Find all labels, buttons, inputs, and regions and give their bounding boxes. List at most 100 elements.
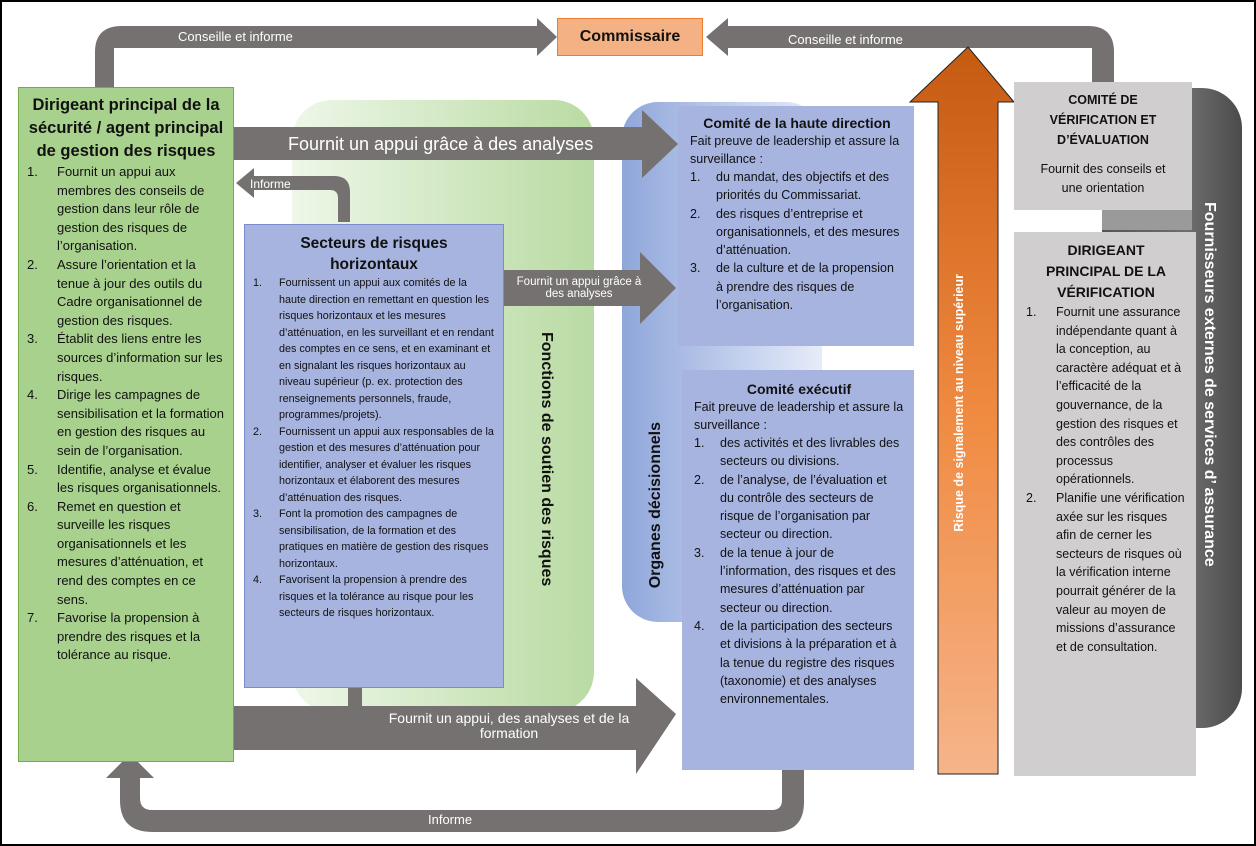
arrow-bottom-informe	[106, 754, 804, 832]
list-item-number: 1.	[253, 277, 263, 289]
list-item-number: 1.	[694, 436, 705, 450]
senior-committee-box: Comité de la haute direction Fait preuve…	[678, 106, 914, 346]
list-item-text: Remet en question et surveille les risqu…	[57, 498, 203, 607]
label-analyses-small: Fournit un appui grâce à des analyses	[516, 276, 642, 300]
list-item-text: Assure l’orientation et la tenue à jour …	[57, 256, 203, 328]
list-item-number: 2.	[253, 425, 263, 438]
arrow-escalation	[908, 46, 1016, 775]
list-item: 7. Favorise la propension à prendre des r…	[27, 609, 225, 665]
cae-title: DIRIGEANT PRINCIPAL DE LA VÉRIFICATION	[1045, 242, 1167, 300]
list-item: 3. Font la promotion des campagnes de sen…	[253, 506, 495, 572]
exec-committee-title: Comité exécutif	[746, 381, 852, 397]
list-item-number: 1.	[27, 164, 38, 179]
cso-list: 1. Fournit un appui aux membres des conse…	[27, 163, 225, 665]
exec-committee-intro: Fait preuve de leadership et assure la s…	[694, 400, 904, 432]
list-item-number: 2.	[690, 206, 701, 221]
list-item-text: Planifie une vérification axée sur les r…	[1056, 490, 1185, 654]
list-item: 3. de la tenue à jour de l’information, d…	[694, 544, 904, 617]
arrow-top-right	[706, 18, 1114, 82]
connector-horizontal	[348, 686, 362, 710]
cae-box: DIRIGEANT PRINCIPAL DE LA VÉRIFICATION 1…	[1014, 232, 1196, 776]
exec-committee-box: Comité exécutif Fait preuve de leadershi…	[682, 370, 914, 770]
list-item-text: Fournit une assurance indépendante quant…	[1056, 305, 1182, 487]
list-item-text: de la tenue à jour de l’information, des…	[720, 545, 896, 615]
list-item: 5. Identifie, analyse et évalue les risqu…	[27, 461, 225, 498]
audit-committee-text: Fournit des conseils et une orientation	[1040, 162, 1166, 195]
list-item: 1. des activités et des livrables des sec…	[694, 434, 904, 471]
senior-committee-title: Comité de la haute direction	[703, 115, 891, 131]
arrow-informe-small	[236, 168, 350, 222]
list-item: 3. Établit des liens entre les sources d’…	[27, 330, 225, 386]
list-item-text: des risques d’entreprise et organisation…	[716, 206, 900, 258]
list-item-number: 4.	[27, 387, 38, 403]
list-item-number: 3.	[694, 545, 705, 560]
commissaire-box: Commissaire	[557, 18, 703, 56]
list-item-text: Fournissent un appui aux responsables de…	[279, 425, 494, 504]
list-item: 1.Fournit une assurance indépendante qua…	[1026, 303, 1186, 489]
decision-bodies-label: Organes décisionnels	[647, 422, 664, 589]
list-item-number: 2.	[694, 472, 705, 487]
list-item-text: Font la promotion des campagnes de sensi…	[279, 508, 489, 570]
list-item: 1. Fournit un appui aux membres des conse…	[27, 163, 225, 256]
escalation-label: Risque de signalement au niveau supérieu…	[952, 274, 966, 532]
external-assurance-label: Fournisseurs externes de services d’ ass…	[1201, 202, 1218, 567]
list-item-number: 7.	[27, 610, 38, 626]
connector-audit	[1102, 210, 1192, 230]
list-item-text: de l’analyse, de l’évaluation et du cont…	[720, 472, 887, 542]
label-informe-small: Informe	[250, 177, 291, 191]
risk-support-label: Fonctions de soutien des risques	[538, 332, 555, 587]
list-item: 4.Favorisent la propension à prendre des…	[253, 572, 495, 622]
list-item-number: 1.	[690, 170, 701, 184]
list-item: 6. Remet en question et surveille les ris…	[27, 498, 225, 610]
arrow-analyses-main	[233, 110, 678, 178]
label-bottom-support: Fournit un appui, des analyses et de la …	[388, 710, 630, 741]
cso-box: Dirigeant principal de la sécurité / age…	[18, 87, 234, 762]
label-bottom-informe: Informe	[428, 812, 473, 827]
cso-title: Dirigeant principal de la sécurité / age…	[28, 96, 224, 160]
list-item-number: 2.	[27, 256, 38, 272]
audit-committee-box: COMITÉ DE VÉRIFICATION ET D’ÉVALUATION F…	[1014, 82, 1192, 210]
list-item-number: 3.	[690, 261, 701, 276]
list-item-text: des activités et des livrables des secte…	[720, 436, 900, 469]
list-item-number: 3.	[27, 331, 38, 347]
list-item: 2. des risques d’entreprise et organisati…	[690, 205, 904, 260]
list-item: 2. de l’analyse, de l’évaluation et du co…	[694, 471, 904, 544]
list-item: 4. de la participation des secteurs et di…	[694, 617, 904, 708]
senior-committee-list: 1. du mandat, des objectifs et des priori…	[690, 168, 904, 314]
arrow-bottom-support	[233, 678, 676, 774]
arrow-analyses-small	[502, 252, 676, 324]
list-item: 2. Assure l’orientation et la tenue à jou…	[27, 256, 225, 330]
list-item-number: 2.	[1026, 490, 1037, 505]
list-item-text: Fournissent un appui aux comités de la h…	[279, 277, 494, 421]
list-item-text: de la participation des secteurs et divi…	[720, 618, 897, 707]
list-item-text: Fournit un appui aux membres des conseil…	[57, 164, 205, 254]
horizontal-list: 1. Fournissent un appui aux comités de la…	[253, 275, 495, 622]
list-item-number: 4.	[694, 618, 705, 633]
exec-committee-list: 1. des activités et des livrables des sec…	[694, 434, 904, 708]
horizontal-title: Secteurs de risques horizontaux	[300, 235, 448, 273]
cae-list: 1.Fournit une assurance indépendante qua…	[1026, 303, 1186, 656]
list-item-text: Dirige les campagnes de sensibilisation …	[57, 387, 224, 458]
list-item: 1. du mandat, des objectifs et des priori…	[690, 168, 904, 205]
list-item: 2. Planifie une vérification axée sur les…	[1026, 489, 1186, 656]
list-item: 2. Fournissent un appui aux responsables …	[253, 424, 495, 507]
label-analyses-main: Fournit un appui grâce à des analyses	[288, 134, 594, 154]
horizontal-risk-box: Secteurs de risques horizontaux 1. Fourni…	[244, 224, 504, 688]
list-item-text: Identifie, analyse et évalue les risques…	[57, 461, 222, 496]
list-item-number: 5.	[27, 461, 38, 477]
label-top-left: Conseille et informe	[178, 29, 293, 44]
list-item-text: Établit des liens entre les sources d’in…	[57, 331, 223, 384]
list-item-text: Favorise la propension à prendre des ris…	[57, 610, 201, 663]
audit-committee-title: COMITÉ DE VÉRIFICATION ET D’ÉVALUATION	[1049, 93, 1157, 147]
list-item: 4. Dirige les campagnes de sensibilisatio…	[27, 386, 225, 460]
list-item-number: 6.	[27, 498, 38, 514]
list-item-number: 3.	[253, 508, 263, 520]
list-item-text: de la culture et de la propension à pren…	[716, 261, 894, 313]
senior-committee-intro: Fait preuve de leadership et assure la s…	[690, 134, 900, 166]
list-item: 3. de la culture et de la propension à pr…	[690, 259, 904, 314]
commissaire-label: Commissaire	[579, 28, 681, 45]
list-item-text: du mandat, des objectifs et des priorité…	[716, 170, 890, 203]
list-item-number: 4.	[253, 574, 263, 586]
